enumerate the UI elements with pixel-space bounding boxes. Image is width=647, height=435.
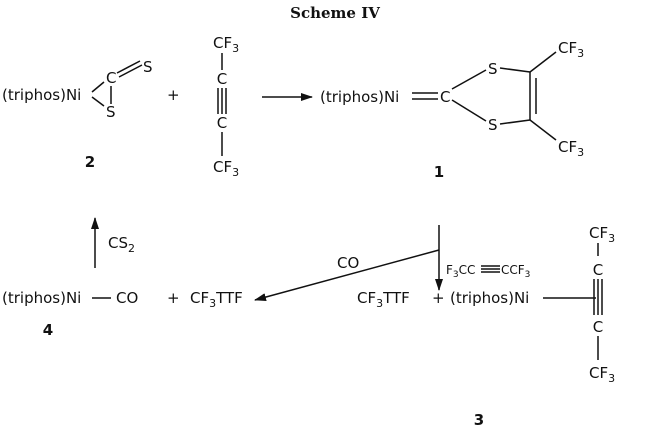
plus-sign-1: + — [167, 86, 180, 104]
c2-bond-cs-double-a — [116, 60, 141, 74]
c3-c-top: C — [593, 261, 603, 279]
c1-cf3-top: CF3 — [558, 39, 584, 60]
label-2: 2 — [85, 153, 95, 171]
alkyne-c-top: C — [217, 70, 227, 88]
c1-bond-cf3-top — [529, 51, 557, 73]
label-3: 3 — [474, 411, 484, 429]
compound-4: (triphos)Ni CO 4 — [2, 289, 138, 339]
plus-sign-2: + — [167, 289, 180, 307]
c2-bond-ni-c — [91, 81, 105, 93]
label-4: 4 — [43, 321, 53, 339]
c1-complex: (triphos)Ni — [320, 88, 399, 106]
label-1: 1 — [434, 163, 444, 181]
compound-3: (triphos)Ni CF3 C C CF3 3 — [450, 224, 615, 429]
c1-atom-c: C — [440, 88, 450, 106]
compound-2: (triphos)Ni C S S 2 — [2, 58, 153, 171]
c1-atom-s-bottom: S — [488, 116, 498, 134]
alkyne-reactant: + CF3 C C CF3 — [167, 34, 239, 179]
c3-cf3-bottom: CF3 — [589, 364, 615, 385]
alkyne-cf3-bottom: CF3 — [213, 158, 239, 179]
c1-bond-s-cr-top — [499, 67, 531, 73]
alkyne-cf3-top: CF3 — [213, 34, 239, 55]
c3-c-bottom: C — [593, 318, 603, 336]
c2-atom-s-top: S — [143, 58, 153, 76]
c1-bond-c-s-bottom — [451, 99, 487, 122]
reagent-alkyne: F3CC — [446, 263, 475, 280]
c1-bond-s-cr-bottom — [499, 119, 531, 125]
c1-atom-s-top: S — [488, 60, 498, 78]
reagent-co: CO — [337, 254, 359, 272]
product-cf3ttf-right: CF3TTF — [357, 289, 410, 310]
product-cf3ttf-left: CF3TTF — [190, 289, 243, 310]
c1-cf3-bottom: CF3 — [558, 138, 584, 159]
c2-atom-s-bottom: S — [106, 103, 116, 121]
plus-sign-3: + — [432, 289, 445, 307]
reagent-alkyne-right: CCF3 — [501, 263, 530, 280]
c1-bond-cf3-bottom — [529, 119, 557, 141]
c3-cf3-top: CF3 — [589, 224, 615, 245]
arrow-co — [254, 249, 440, 301]
compound-1: (triphos)Ni C S S CF3 CF3 1 — [320, 39, 584, 181]
scheme-title: Scheme IV — [290, 4, 380, 22]
c1-bond-c-s-top — [451, 69, 487, 90]
c2-bond-ni-s — [91, 96, 105, 107]
c3-complex: (triphos)Ni — [450, 289, 529, 307]
c2-complex: (triphos)Ni — [2, 86, 81, 104]
c2-atom-c: C — [106, 69, 116, 87]
c2-bond-cs-double-b — [118, 64, 143, 78]
c4-complex: (triphos)Ni — [2, 289, 81, 307]
alkyne-c-bottom: C — [217, 114, 227, 132]
c4-ligand-co: CO — [116, 289, 138, 307]
reagent-cs2: CS2 — [108, 234, 135, 255]
